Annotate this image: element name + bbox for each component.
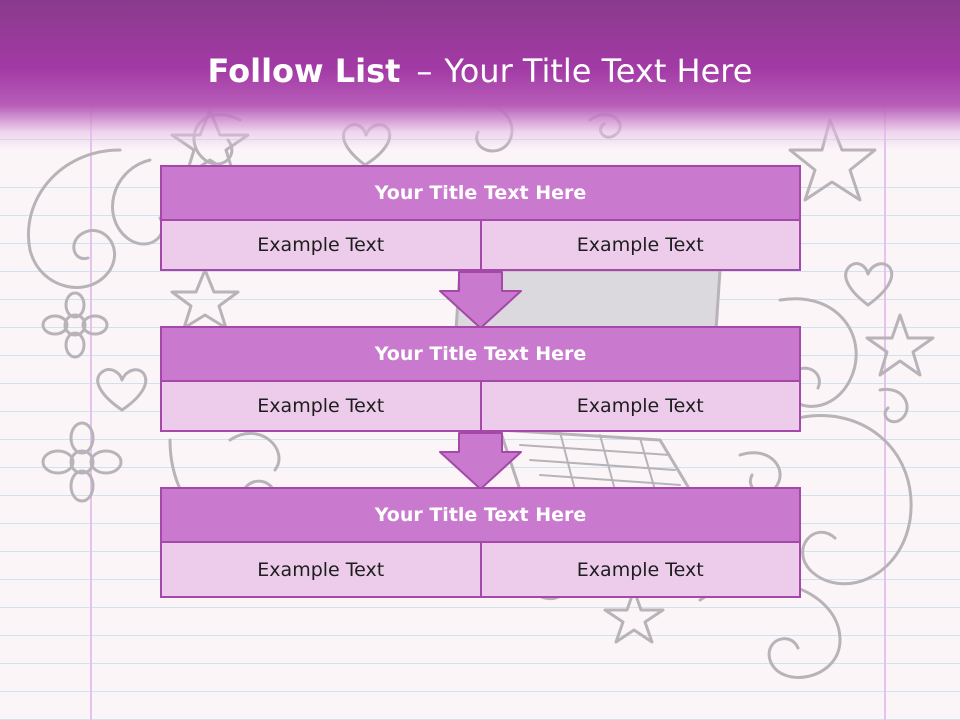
step-block-1: Your Title Text Here Example Text Exampl… (160, 165, 801, 271)
margin-line-left (90, 0, 92, 720)
flower-doodle (41, 421, 123, 503)
down-arrow-1 (439, 271, 522, 329)
step-cell-right: Example Text (481, 382, 801, 432)
swirl-doodle (778, 297, 858, 408)
swirl-doodle (228, 432, 281, 472)
flower-doodle (41, 291, 109, 359)
down-arrow-2 (439, 432, 522, 490)
step-block-2: Your Title Text Here Example Text Exampl… (160, 326, 801, 432)
step-title: Your Title Text Here (160, 326, 801, 382)
step-block-3: Your Title Text Here Example Text Exampl… (160, 487, 801, 598)
step-cell-left: Example Text (160, 221, 482, 271)
heart-doodle (96, 368, 148, 412)
page-title-separator: – (416, 52, 433, 90)
step-cell-right: Example Text (481, 543, 801, 598)
swirl-doodle (878, 387, 909, 424)
step-cell-left: Example Text (160, 382, 482, 432)
step-row: Example Text Example Text (160, 382, 801, 432)
star-doodle (865, 313, 935, 377)
star-doodle (170, 268, 240, 330)
step-row: Example Text Example Text (160, 543, 801, 598)
step-cell-right: Example Text (481, 221, 801, 271)
step-title: Your Title Text Here (160, 165, 801, 221)
swirl-doodle (788, 414, 913, 586)
step-cell-left: Example Text (160, 543, 482, 598)
page-title: Follow List–Your Title Text Here (0, 52, 960, 90)
keyboard-doodle (519, 431, 681, 491)
page-title-bold: Follow List (207, 52, 401, 90)
star-doodle (603, 588, 665, 644)
swirl-doodle (111, 158, 165, 246)
star-doodle (788, 118, 877, 202)
swirl-doodle (27, 148, 122, 289)
page-title-subtitle: Your Title Text Here (444, 52, 753, 90)
step-title: Your Title Text Here (160, 487, 801, 543)
step-row: Example Text Example Text (160, 221, 801, 271)
heart-doodle (844, 262, 894, 307)
keyboard-doodle (498, 428, 692, 492)
header-band (0, 0, 960, 150)
